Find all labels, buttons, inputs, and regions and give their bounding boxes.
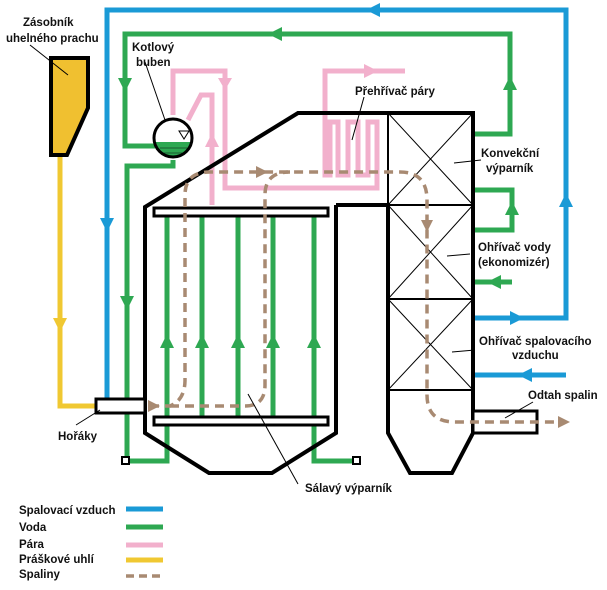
legend-label: Spaliny (19, 569, 61, 581)
label-drum-2: buben (136, 57, 171, 69)
arrow-up-icon (266, 334, 280, 348)
steam-lines (170, 64, 405, 205)
arrow-up-icon (160, 334, 174, 348)
arrow-up-icon (231, 334, 245, 348)
arrow-right-icon (558, 416, 570, 428)
label-convection-1: Konvekční (481, 148, 540, 160)
arrow-up-icon (505, 201, 519, 215)
bottom-header (152, 415, 330, 427)
arrow-down-icon (421, 220, 433, 232)
flue-gas-lines (148, 166, 570, 428)
label-hopper-2: uhelného prachu (6, 33, 99, 45)
legend-label: Voda (19, 522, 47, 534)
label-air-heater-2: vzduchu (512, 350, 559, 362)
label-superheater: Přehřívač páry (355, 86, 436, 98)
arrow-right-icon (256, 166, 268, 178)
legend-label: Pára (19, 539, 45, 551)
labels: Zásobník uhelného prachu Kotlový buben P… (6, 17, 598, 495)
label-economizer-2: (ekonomizér) (478, 257, 550, 269)
arrow-left-icon (268, 27, 282, 41)
label-drum-1: Kotlový (132, 42, 175, 54)
arrow-left-icon (366, 3, 380, 17)
arrow-left-icon (518, 368, 532, 382)
arrow-down-icon (100, 218, 114, 232)
label-economizer-1: Ohřívač vody (478, 242, 551, 254)
label-flue-exit: Odtah spalin (528, 390, 598, 402)
arrow-right-icon (364, 64, 378, 78)
arrow-up-icon (195, 334, 209, 348)
water-level-icon (178, 130, 190, 140)
arrow-right-icon (510, 311, 524, 325)
legend-label: Spalovací vzduch (19, 505, 116, 517)
combustion-air-lines (100, 3, 573, 400)
burner (94, 397, 147, 415)
legend-label: Práškové uhlí (19, 554, 95, 566)
arrow-up-icon (205, 133, 219, 147)
label-radiant: Sálavý výparník (305, 483, 393, 495)
label-convection-2: výparník (486, 163, 534, 175)
water-lines (118, 27, 519, 465)
boiler-drum (152, 117, 194, 159)
coal-hopper (49, 56, 90, 157)
arrow-down-icon (120, 296, 134, 310)
boiler-structure (94, 111, 539, 475)
leader-lines (29, 44, 534, 485)
arrow-down-icon (53, 318, 67, 332)
legend: Spalovací vzduch Voda Pára Práškové uhlí… (19, 505, 163, 581)
top-header (152, 206, 330, 218)
label-hopper-1: Zásobník (23, 17, 74, 29)
coal-dust-line (49, 56, 96, 409)
arrow-down-icon (218, 78, 232, 90)
arrow-up-icon (503, 76, 517, 90)
arrow-up-icon (307, 334, 321, 348)
arrow-down-icon (118, 78, 132, 92)
label-burners: Hořáky (58, 431, 98, 443)
arrow-right-icon (148, 400, 160, 412)
arrow-up-icon (559, 193, 573, 207)
label-air-heater-1: Ohřívač spalovacího (479, 336, 592, 348)
drain-valve (352, 456, 361, 465)
arrow-left-icon (487, 275, 501, 289)
drain-valve (121, 456, 130, 465)
